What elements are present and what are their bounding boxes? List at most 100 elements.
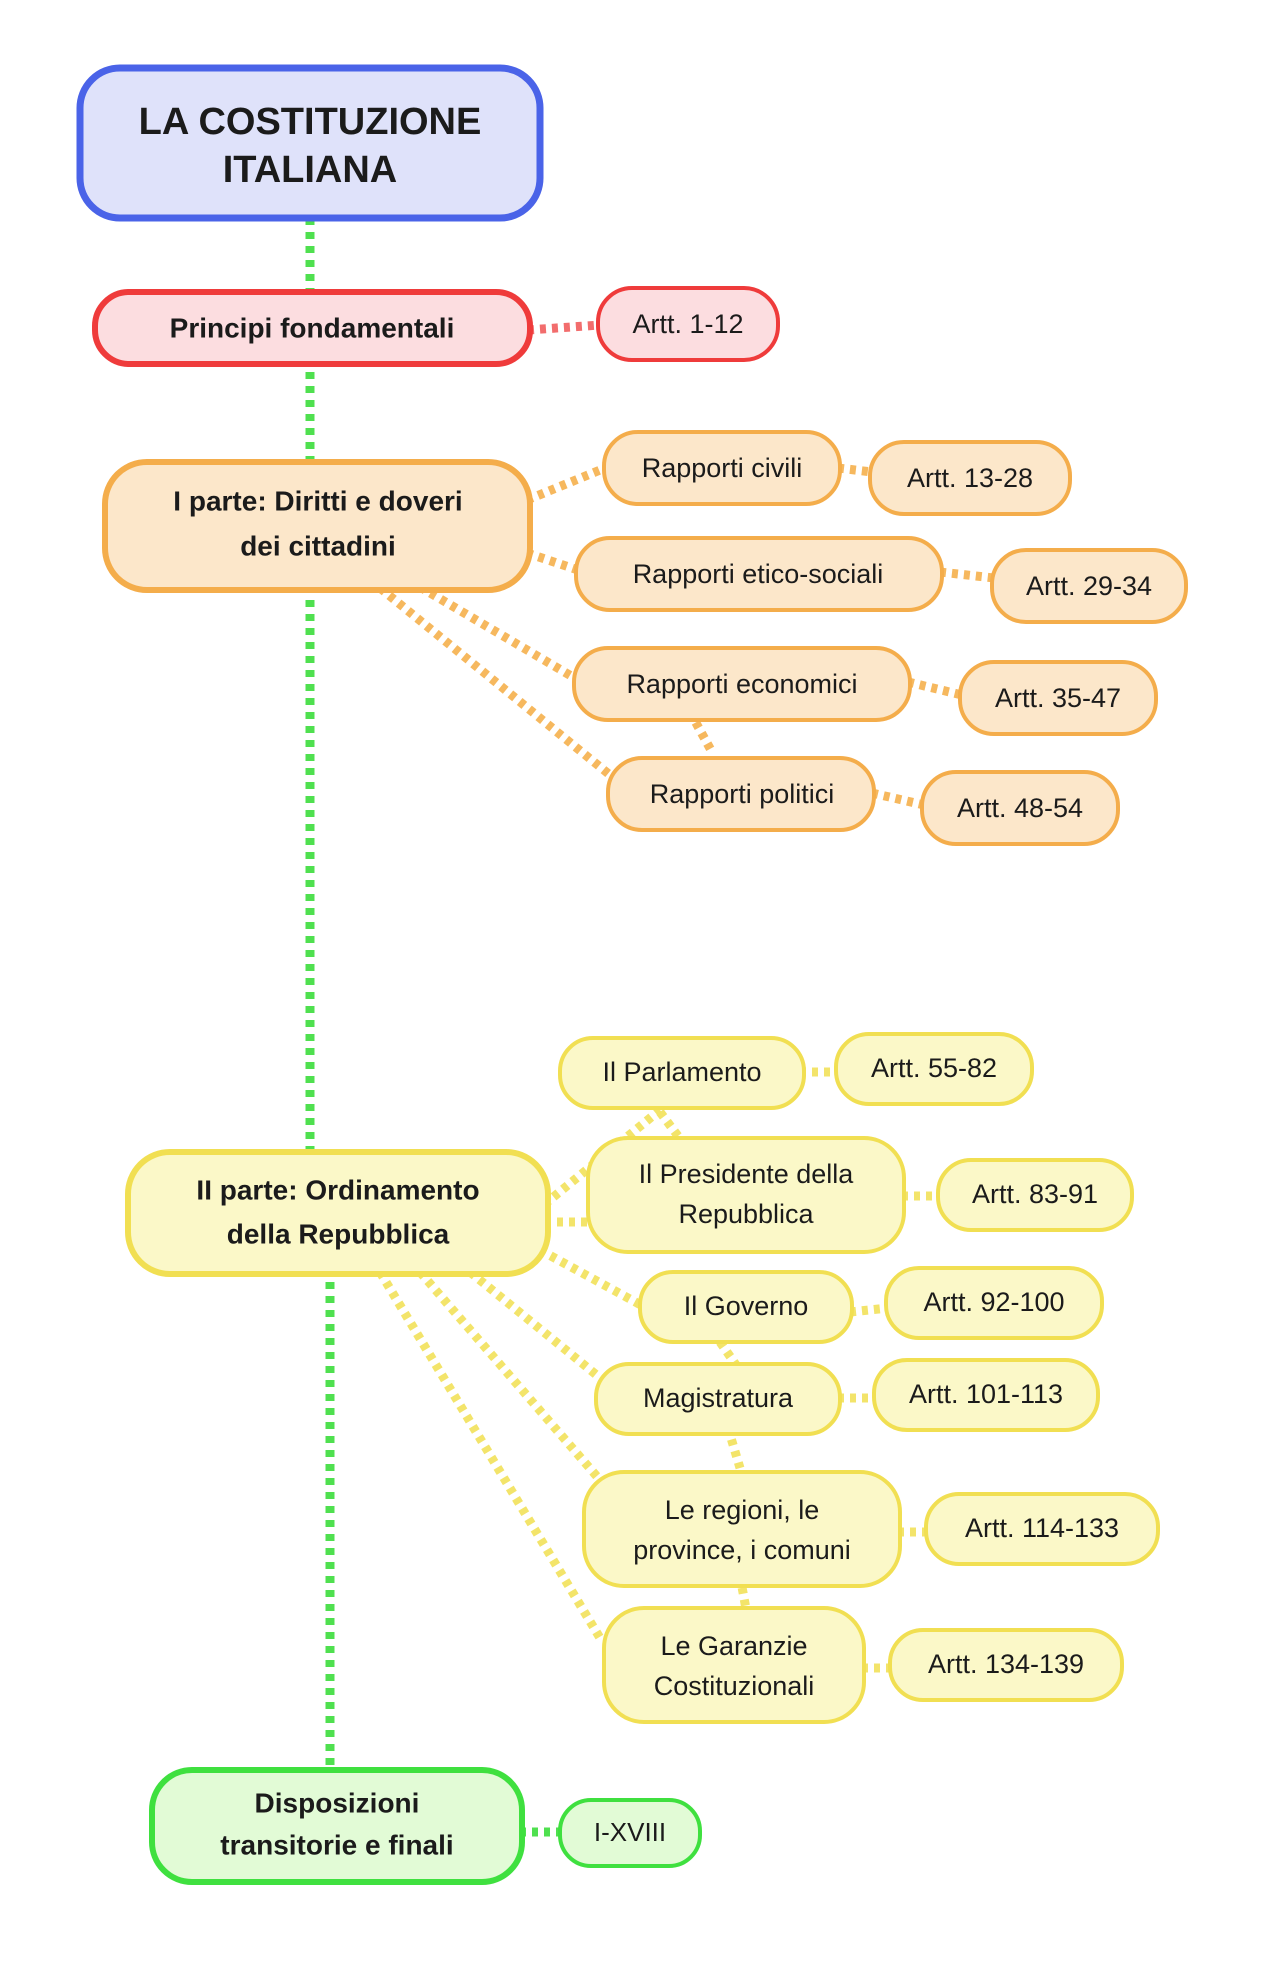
node-garanzie-label-line1: Le Garanzie [660, 1631, 807, 1661]
node-magistratura-box[interactable] [594, 1362, 842, 1436]
node-parlamento-box[interactable] [558, 1036, 806, 1110]
node-parte2-label-line2: della Repubblica [227, 1218, 450, 1249]
connector-rapporti-etico-articles [939, 567, 995, 583]
node-garanzie-articles[interactable]: Artt. 134-139 [888, 1628, 1124, 1702]
node-rapporti-economici-articles-label: Artt. 35-47 [995, 683, 1121, 713]
node-magistratura-articles-label: Artt. 101-113 [909, 1379, 1063, 1409]
node-rapporti-etico-sociali-articles[interactable]: Artt. 29-34 [990, 548, 1188, 624]
node-garanzie-articles-label: Artt. 134-139 [928, 1649, 1084, 1679]
node-rapporti-civili-articles[interactable]: Artt. 13-28 [868, 440, 1072, 516]
node-rapporti-economici[interactable]: Rapporti economici [572, 646, 912, 722]
connector-rapporti-politici-articles [870, 788, 926, 810]
connector-parte2-to-regioni [416, 1269, 604, 1483]
node-parte1-box[interactable] [102, 459, 533, 593]
node-rapporti-civili-articles-label: Artt. 13-28 [907, 463, 1033, 493]
node-rapporti-etico-sociali-articles-box[interactable] [990, 548, 1188, 624]
connector-rapporti-economici-to-politici [686, 709, 716, 755]
node-garanzie-costituzionali-box[interactable] [602, 1606, 866, 1724]
node-presidente-repubblica-articles[interactable]: Artt. 83-91 [936, 1158, 1134, 1232]
node-root[interactable]: LA COSTITUZIONE ITALIANA [76, 64, 544, 222]
node-magistratura-articles[interactable]: Artt. 101-113 [872, 1358, 1100, 1432]
node-root-label-line1: LA COSTITUZIONE [139, 101, 482, 143]
connector-parte1-to-rapporti-politici [377, 584, 613, 779]
node-garanzie-label-line2: Costituzionali [654, 1671, 815, 1701]
node-disposizioni-box[interactable] [149, 1767, 525, 1885]
node-rapporti-politici-label: Rapporti politici [650, 779, 835, 809]
node-principi-articles-label: Artt. 1-12 [632, 309, 743, 339]
node-garanzie-articles-box[interactable] [888, 1628, 1124, 1702]
node-parte2-box[interactable] [125, 1149, 551, 1277]
node-rapporti-politici-box[interactable] [606, 756, 876, 832]
node-governo[interactable]: Il Governo [638, 1270, 854, 1344]
connector-parte1-to-rapporti-etico-sociali [525, 548, 580, 575]
node-regioni-label-line2: province, i comuni [633, 1535, 851, 1565]
connector-parte1-to-rapporti-economici [417, 583, 581, 684]
node-regioni-articles[interactable]: Artt. 114-133 [924, 1492, 1160, 1566]
connector-rapporti-civili-articles [837, 463, 873, 477]
node-governo-articles-label: Artt. 92-100 [923, 1287, 1064, 1317]
node-parte2-label-line1: II parte: Ordinamento [196, 1174, 479, 1205]
node-parte1[interactable]: I parte: Diritti e doveri dei cittadini [102, 459, 533, 593]
node-magistratura-label: Magistratura [643, 1383, 794, 1413]
connector-layer [305, 218, 995, 1837]
node-root-label-line2: ITALIANA [223, 149, 398, 191]
node-principi-label: Principi fondamentali [170, 312, 455, 343]
node-presidente-repubblica-box[interactable] [586, 1136, 906, 1254]
node-governo-articles[interactable]: Artt. 92-100 [884, 1266, 1104, 1340]
node-rapporti-politici-articles[interactable]: Artt. 48-54 [920, 770, 1120, 846]
node-rapporti-civili[interactable]: Rapporti civili [602, 430, 842, 506]
node-parte1-label-line1: I parte: Diritti e doveri [173, 485, 462, 516]
node-rapporti-etico-sociali-box[interactable] [574, 536, 944, 612]
node-rapporti-politici-articles-box[interactable] [920, 770, 1120, 846]
node-principi-fondamentali[interactable]: Principi fondamentali [92, 289, 533, 367]
node-root-box[interactable] [76, 64, 544, 222]
node-principi-articles[interactable]: Artt. 1-12 [596, 286, 780, 362]
node-disposizioni-label-line1: Disposizioni [255, 1787, 420, 1818]
node-disposizioni-label-line2: transitorie e finali [220, 1829, 453, 1860]
node-rapporti-economici-articles-box[interactable] [958, 660, 1158, 736]
node-governo-articles-box[interactable] [884, 1266, 1104, 1340]
node-presidente-repubblica[interactable]: Il Presidente della Repubblica [586, 1136, 906, 1254]
connector-parte2-to-parlamento [532, 1106, 663, 1216]
node-disposizioni-articles-label: I-XVIII [594, 1817, 666, 1847]
node-presidente-repubblica-articles-box[interactable] [936, 1158, 1134, 1232]
node-disposizioni-articles-box[interactable] [558, 1798, 702, 1868]
node-parlamento-label: Il Parlamento [602, 1057, 761, 1087]
node-rapporti-politici[interactable]: Rapporti politici [606, 756, 876, 832]
node-rapporti-economici-articles[interactable]: Artt. 35-47 [958, 660, 1158, 736]
node-principi-articles-box[interactable] [596, 286, 780, 362]
node-parlamento[interactable]: Il Parlamento [558, 1036, 806, 1110]
node-magistratura[interactable]: Magistratura [594, 1362, 842, 1436]
node-rapporti-civili-box[interactable] [602, 430, 842, 506]
node-magistratura-articles-box[interactable] [872, 1358, 1100, 1432]
node-regioni-articles-box[interactable] [924, 1492, 1160, 1566]
node-governo-label: Il Governo [684, 1291, 809, 1321]
node-rapporti-etico-sociali-articles-label: Artt. 29-34 [1026, 571, 1152, 601]
node-rapporti-politici-articles-label: Artt. 48-54 [957, 793, 1083, 823]
connector-principi-articles [527, 320, 601, 335]
node-rapporti-civili-articles-box[interactable] [868, 440, 1072, 516]
node-rapporti-economici-box[interactable] [572, 646, 912, 722]
connector-parte2-to-garanzie [376, 1269, 604, 1641]
node-disposizioni-articles[interactable]: I-XVIII [558, 1798, 702, 1868]
node-regioni-province-comuni[interactable]: Le regioni, le province, i comuni [582, 1470, 902, 1588]
connector-rapporti-economici-articles [906, 677, 964, 700]
node-parlamento-articles-box[interactable] [834, 1032, 1034, 1106]
node-regioni-articles-label: Artt. 114-133 [965, 1513, 1119, 1543]
node-governo-box[interactable] [638, 1270, 854, 1344]
node-garanzie-costituzionali[interactable]: Le Garanzie Costituzionali [602, 1606, 866, 1724]
node-parlamento-articles[interactable]: Artt. 55-82 [834, 1032, 1034, 1106]
node-presidente-repubblica-label-line2: Repubblica [678, 1199, 814, 1229]
node-regioni-province-comuni-box[interactable] [582, 1470, 902, 1588]
node-rapporti-civili-label: Rapporti civili [642, 453, 803, 483]
node-principi-box[interactable] [92, 289, 533, 367]
node-parlamento-articles-label: Artt. 55-82 [871, 1053, 997, 1083]
node-disposizioni[interactable]: Disposizioni transitorie e finali [149, 1767, 525, 1885]
node-parte2[interactable]: II parte: Ordinamento della Repubblica [125, 1149, 551, 1277]
node-rapporti-etico-sociali-label: Rapporti etico-sociali [633, 559, 884, 589]
connector-governo-articles [849, 1303, 889, 1317]
node-presidente-repubblica-articles-label: Artt. 83-91 [972, 1179, 1098, 1209]
node-rapporti-etico-sociali[interactable]: Rapporti etico-sociali [574, 536, 944, 612]
